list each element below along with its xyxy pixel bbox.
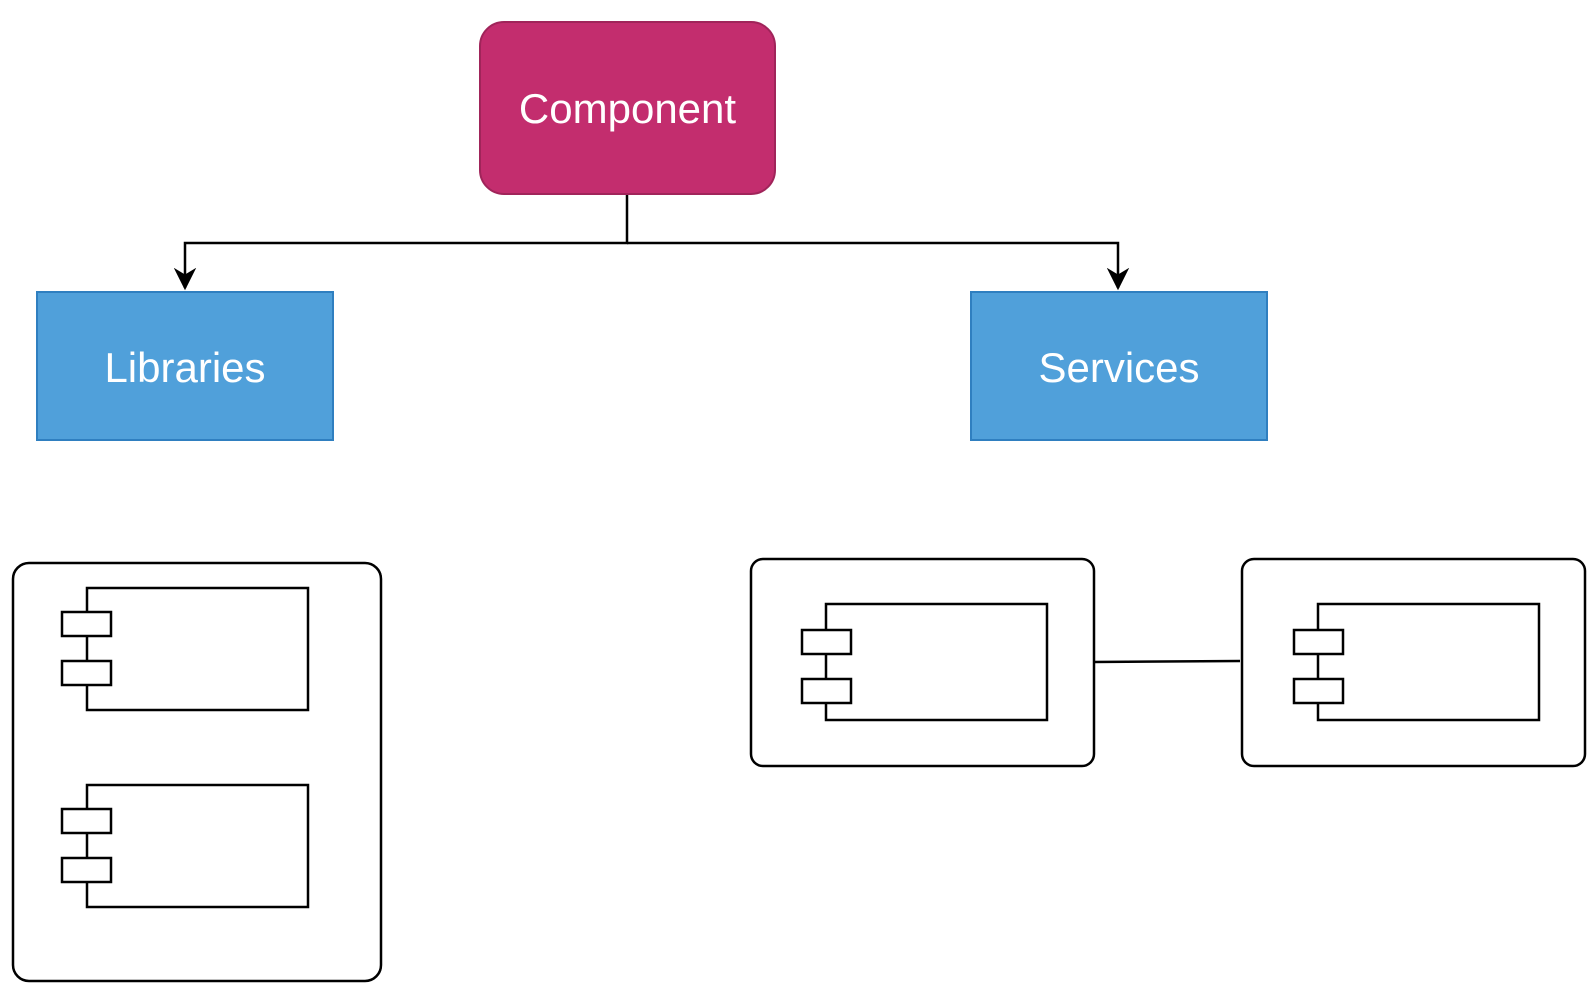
node-services-label: Services bbox=[1038, 344, 1199, 391]
edge-component-to-services bbox=[627, 241, 1130, 291]
services-group-a[interactable] bbox=[749, 557, 1096, 768]
edge-component-to-libraries bbox=[173, 194, 629, 291]
libraries-group[interactable] bbox=[11, 561, 383, 983]
node-libraries[interactable]: Libraries bbox=[36, 291, 334, 441]
node-component[interactable]: Component bbox=[479, 21, 776, 195]
component-icon bbox=[1292, 602, 1541, 722]
node-libraries-box bbox=[36, 291, 334, 441]
node-component-label: Component bbox=[519, 85, 736, 132]
node-libraries-label: Libraries bbox=[104, 344, 265, 391]
node-component-box bbox=[479, 21, 776, 195]
component-icon bbox=[60, 586, 310, 712]
node-services-box bbox=[970, 291, 1268, 441]
component-icon bbox=[800, 602, 1049, 722]
node-services[interactable]: Services bbox=[970, 291, 1268, 441]
services-group-b[interactable] bbox=[1240, 557, 1587, 768]
edge-services-group-link bbox=[1092, 659, 1241, 664]
component-icon bbox=[60, 783, 310, 909]
